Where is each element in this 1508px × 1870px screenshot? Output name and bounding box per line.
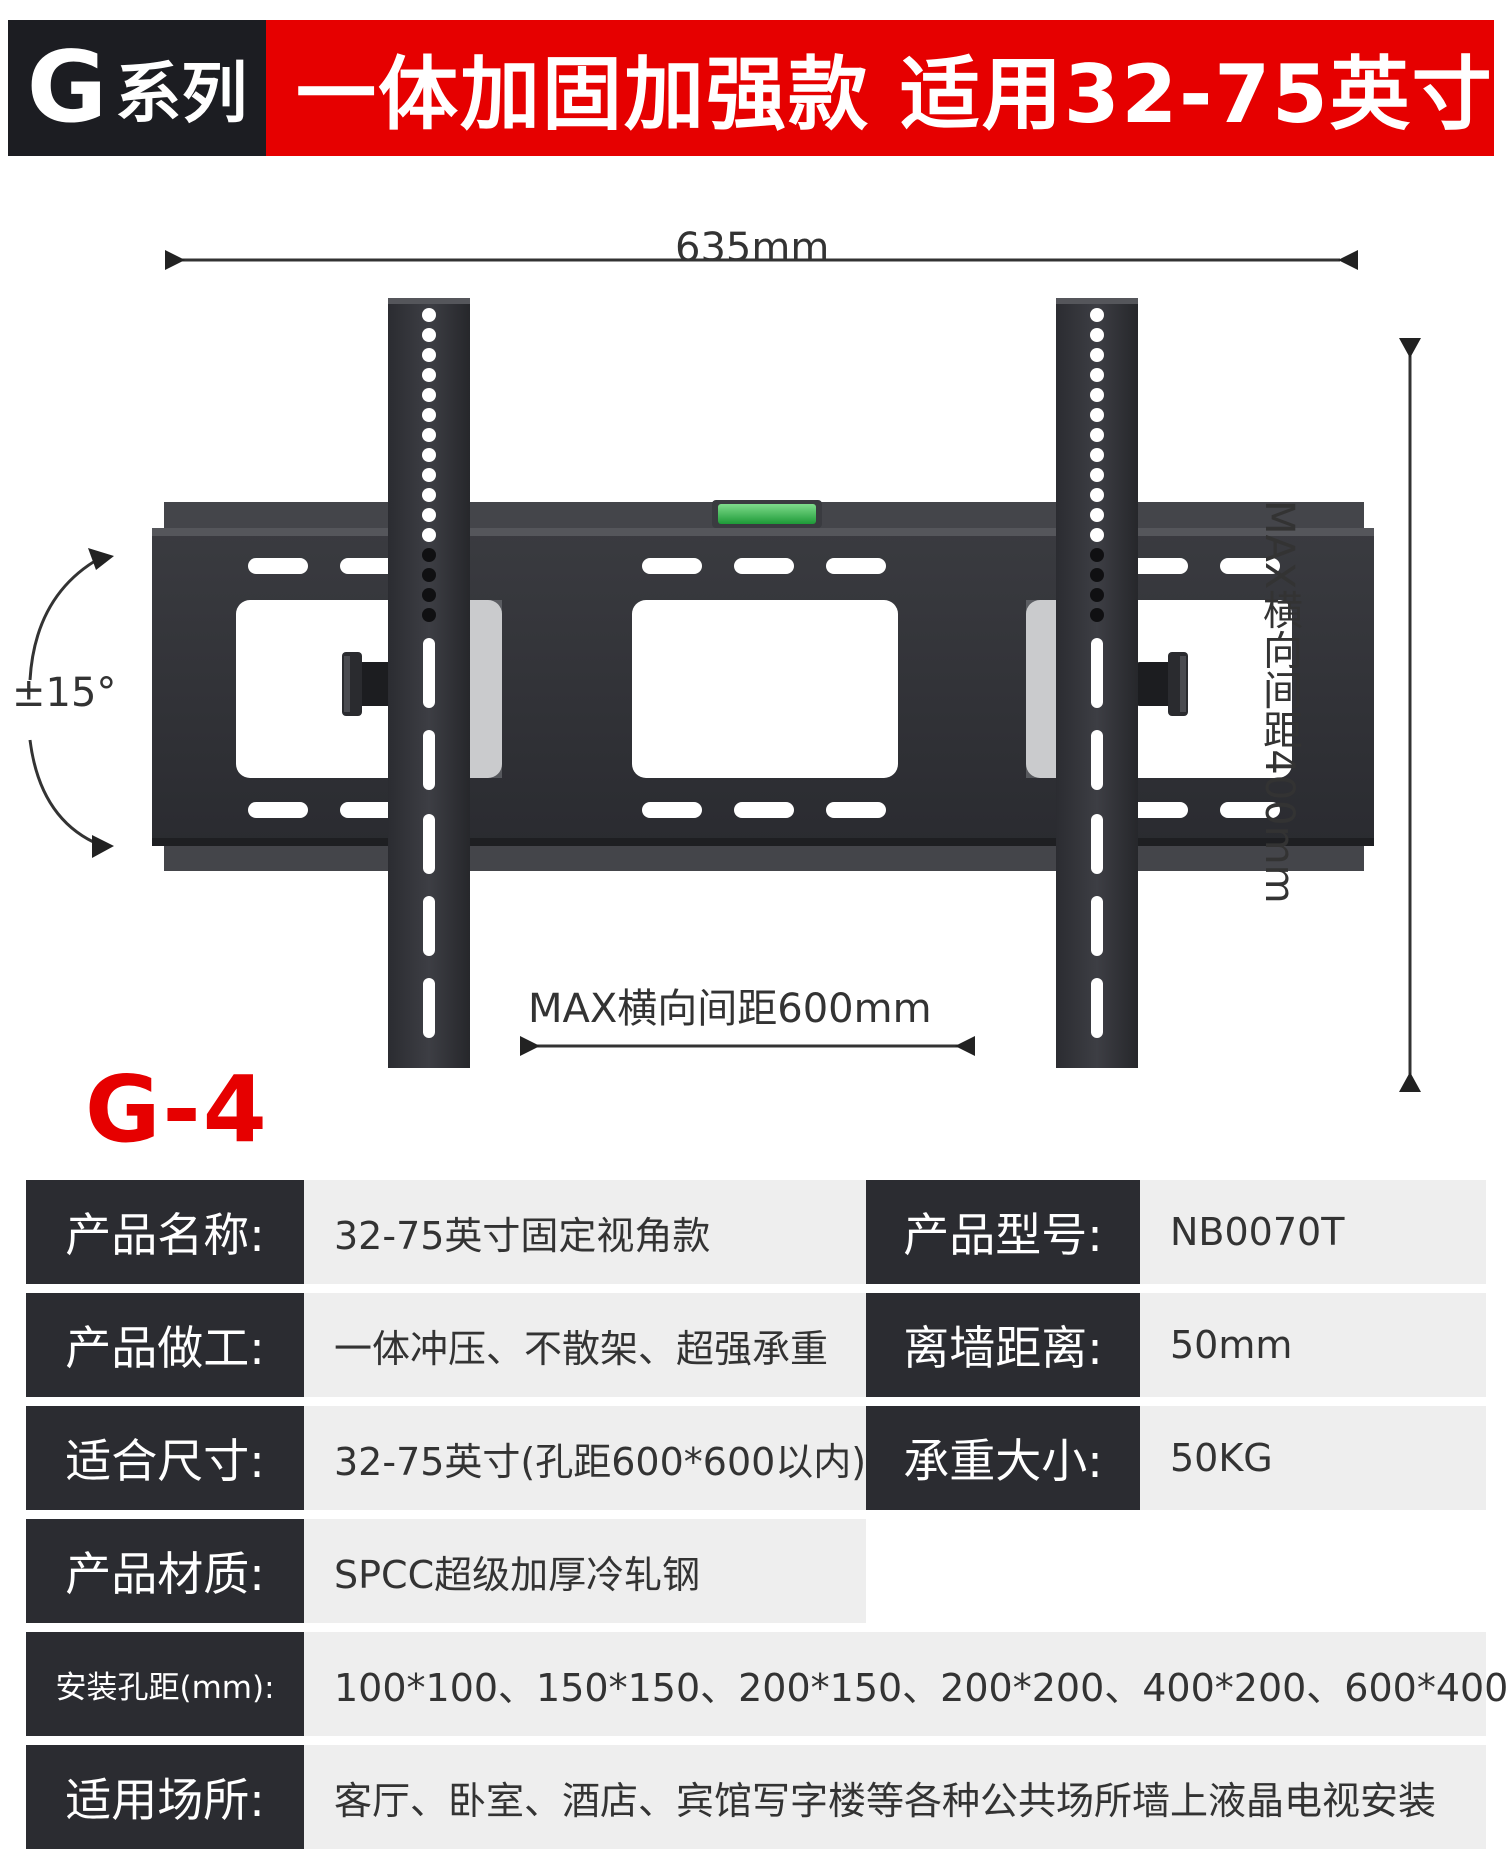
spec-value: 50KG [1140, 1406, 1486, 1510]
tilt-label: ±15° [12, 670, 117, 716]
spec-label: 安装孔距(mm): [26, 1632, 304, 1736]
spacing-label: MAX横向间距600mm [528, 986, 932, 1032]
spec-value: 一体冲压、不散架、超强承重 [304, 1293, 866, 1397]
series-letter: G [26, 31, 107, 145]
spec-label: 产品材质: [26, 1519, 304, 1623]
height-dimension [1399, 338, 1421, 1092]
height-label: MAX横向间距400mm [1256, 500, 1302, 904]
spec-label: 产品型号: [866, 1180, 1140, 1284]
width-label: 635mm [675, 225, 830, 271]
series-badge: G 系列 [8, 20, 266, 156]
spec-label: 适用场所: [26, 1745, 304, 1849]
spec-label: 产品做工: [26, 1293, 304, 1397]
tilt-knob-left [342, 652, 396, 716]
series-label: 系列 [115, 55, 248, 132]
right-arm [1056, 298, 1138, 1068]
header-banner: G 系列 一体加固加强款 适用32-75英寸 [8, 20, 1494, 156]
width-dimension [165, 250, 1358, 270]
left-arm [388, 298, 470, 1068]
wall-plate [152, 502, 1374, 871]
spec-label: 产品名称: [26, 1180, 304, 1284]
spec-value: NB0070T [1140, 1180, 1486, 1284]
spacing-dimension [520, 1036, 975, 1056]
header-title: 一体加固加强款 适用32-75英寸 [266, 20, 1494, 156]
tilt-knob-right [1134, 652, 1188, 716]
spec-value: 32-75英寸固定视角款 [304, 1180, 866, 1284]
spec-label: 离墙距离: [866, 1293, 1140, 1397]
spec-label: 适合尺寸: [26, 1406, 304, 1510]
spirit-level [712, 500, 822, 528]
spec-value: 32-75英寸(孔距600*600以内) [304, 1406, 866, 1510]
spec-value: 客厅、卧室、酒店、宾馆写字楼等各种公共场所墙上液晶电视安装 [304, 1745, 1486, 1849]
tilt-arc [28, 548, 114, 858]
product-diagram: 635mm ±15° MAX横向间距600mm MAX横向间距400mm [0, 180, 1500, 1150]
spec-value: 100*100、150*150、200*150、200*200、400*200、… [304, 1632, 1508, 1736]
bracket-drawing [28, 250, 1421, 1092]
spec-label: 承重大小: [866, 1406, 1140, 1510]
spec-value: SPCC超级加厚冷轧钢 [304, 1519, 866, 1623]
model-code: G-4 [85, 1056, 269, 1163]
spec-value: 50mm [1140, 1293, 1486, 1397]
